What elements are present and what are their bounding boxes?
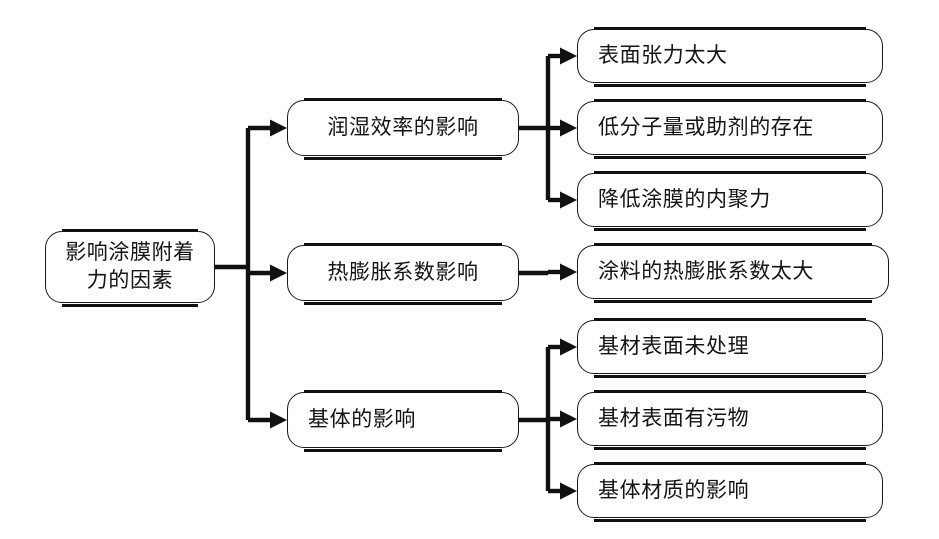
connector-root-arrowhead-1: [270, 264, 287, 282]
node-bottom-shadow-bar: [594, 299, 872, 304]
branch-node-thermal-expansion[interactable]: 热膨胀系数影响: [287, 242, 519, 306]
node-bottom-shadow-bar: [594, 155, 866, 160]
root-node-influencing-factors[interactable]: 影响涂膜附着 力的因素: [45, 228, 215, 308]
connector-branch-2-arrowhead-0: [560, 338, 577, 356]
node-top-shadow-bar: [594, 26, 866, 30]
node-top-shadow-bar: [594, 389, 866, 393]
leaf-node-label: 低分子量或助剂的存在: [598, 115, 814, 140]
root-node-label: 影响涂膜附着 力的因素: [65, 240, 195, 292]
node-top-shadow-bar: [594, 317, 866, 321]
leaf-node-label: 涂料的热膨胀系数太大: [598, 259, 814, 284]
leaf-node-substrate-material-effect[interactable]: 基体材质的影响: [577, 461, 883, 523]
connector-branch-2-arrowhead-1: [560, 410, 577, 428]
leaf-node-substrate-surface-contaminated[interactable]: 基材表面有污物: [577, 389, 883, 451]
connector-root-arrowhead-0: [270, 119, 287, 137]
node-bottom-shadow-bar: [304, 448, 502, 453]
node-bottom-shadow-bar: [594, 227, 866, 232]
node-bottom-shadow-bar: [594, 83, 866, 88]
node-top-shadow-bar: [304, 242, 502, 246]
leaf-node-surface-tension-too-high[interactable]: 表面张力太大: [577, 26, 883, 88]
connector-branch-0-arrowhead-0: [560, 47, 577, 65]
leaf-node-label: 表面张力太大: [598, 43, 728, 68]
node-bottom-shadow-bar: [594, 518, 866, 523]
connector-branch-0-arrowhead-2: [560, 191, 577, 209]
connector-branch-0-arrowhead-1: [560, 119, 577, 137]
node-bottom-shadow-bar: [62, 303, 198, 308]
node-bottom-shadow-bar: [594, 446, 866, 451]
node-top-shadow-bar: [594, 242, 872, 246]
node-top-shadow-bar: [304, 97, 502, 101]
connector-branch-1-arrowhead-0: [560, 263, 577, 281]
branch-node-label: 基体的影响: [308, 407, 416, 432]
node-top-shadow-bar: [594, 170, 866, 174]
node-bottom-shadow-bar: [304, 156, 502, 161]
leaf-node-label: 基体材质的影响: [598, 478, 750, 503]
node-top-shadow-bar: [594, 461, 866, 465]
connector-branch-2-arrowhead-2: [560, 482, 577, 500]
leaf-node-coating-thermal-expansion-too-high[interactable]: 涂料的热膨胀系数太大: [577, 242, 889, 304]
node-top-shadow-bar: [62, 228, 198, 232]
leaf-node-label: 基材表面有污物: [598, 406, 750, 431]
leaf-node-low-molecular-weight-additives[interactable]: 低分子量或助剂的存在: [577, 98, 883, 160]
node-top-shadow-bar: [594, 98, 866, 102]
branch-node-label: 热膨胀系数影响: [327, 260, 479, 285]
leaf-node-substrate-surface-untreated[interactable]: 基材表面未处理: [577, 317, 883, 379]
leaf-node-label: 降低涂膜的内聚力: [598, 187, 771, 212]
node-bottom-shadow-bar: [594, 374, 866, 379]
node-top-shadow-bar: [304, 389, 502, 393]
connector-root-arrowhead-2: [270, 411, 287, 429]
leaf-node-reduced-cohesion[interactable]: 降低涂膜的内聚力: [577, 170, 883, 232]
branch-node-label: 润湿效率的影响: [327, 115, 479, 140]
leaf-node-label: 基材表面未处理: [598, 334, 750, 359]
branch-node-substrate[interactable]: 基体的影响: [287, 389, 519, 453]
branch-node-wetting-efficiency[interactable]: 润湿效率的影响: [287, 97, 519, 161]
node-bottom-shadow-bar: [304, 301, 502, 306]
